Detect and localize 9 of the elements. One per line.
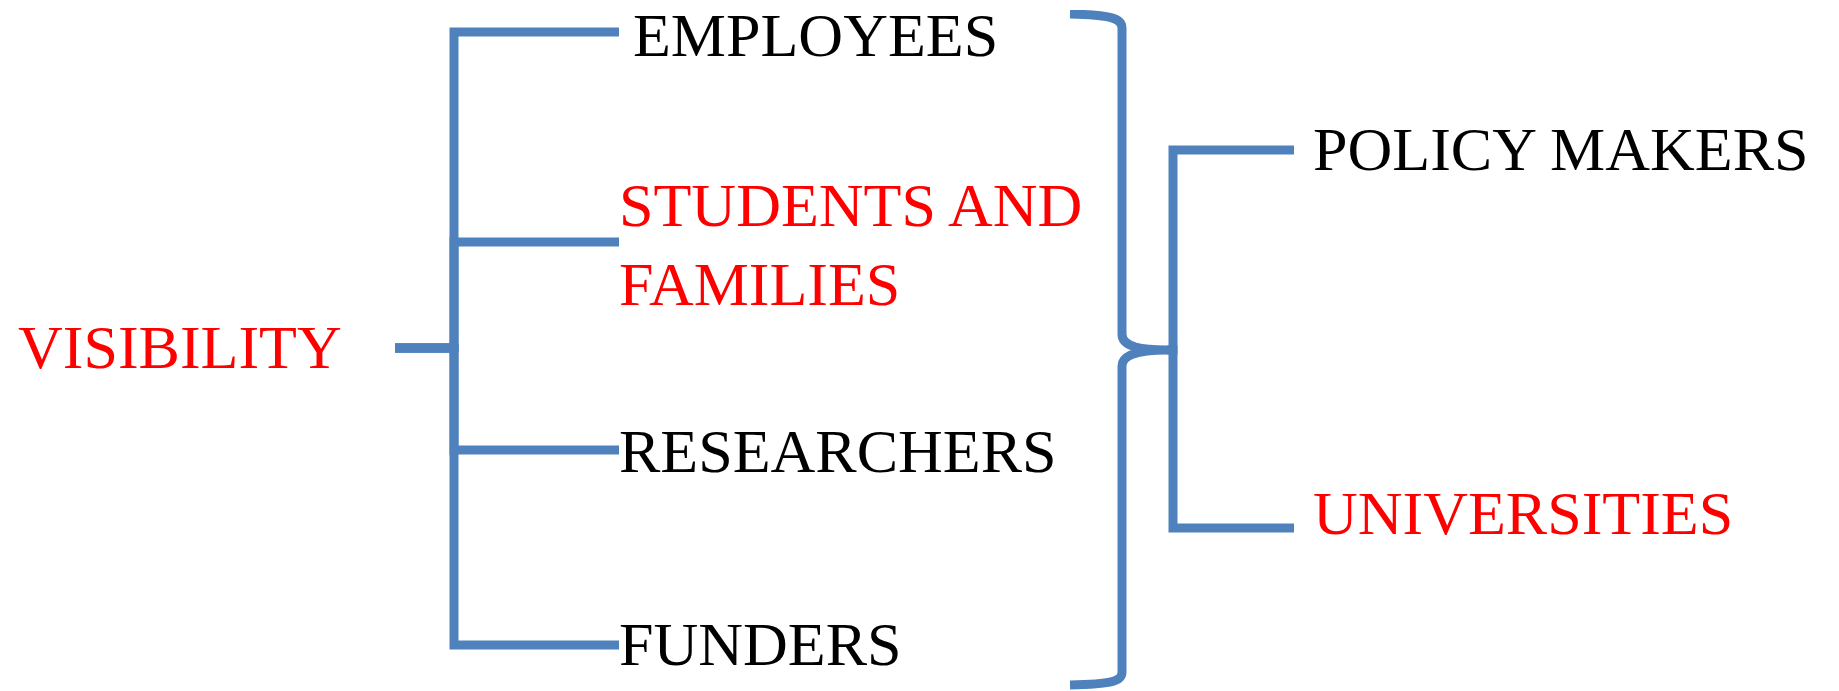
connector-line xyxy=(1167,345,1294,533)
node-label: VISIBILITY xyxy=(18,308,395,388)
node-label: STUDENTS AND FAMILIES xyxy=(619,165,1114,325)
node-label: EMPLOYEES xyxy=(619,0,1039,76)
connector-line xyxy=(395,343,619,650)
node-label: UNIVERSITIES xyxy=(1294,474,1834,554)
node-label: FUNDERS xyxy=(619,605,1089,685)
node-label: RESEARCHERS xyxy=(619,412,1089,492)
node-label: POLICY MAKERS xyxy=(1294,110,1834,190)
